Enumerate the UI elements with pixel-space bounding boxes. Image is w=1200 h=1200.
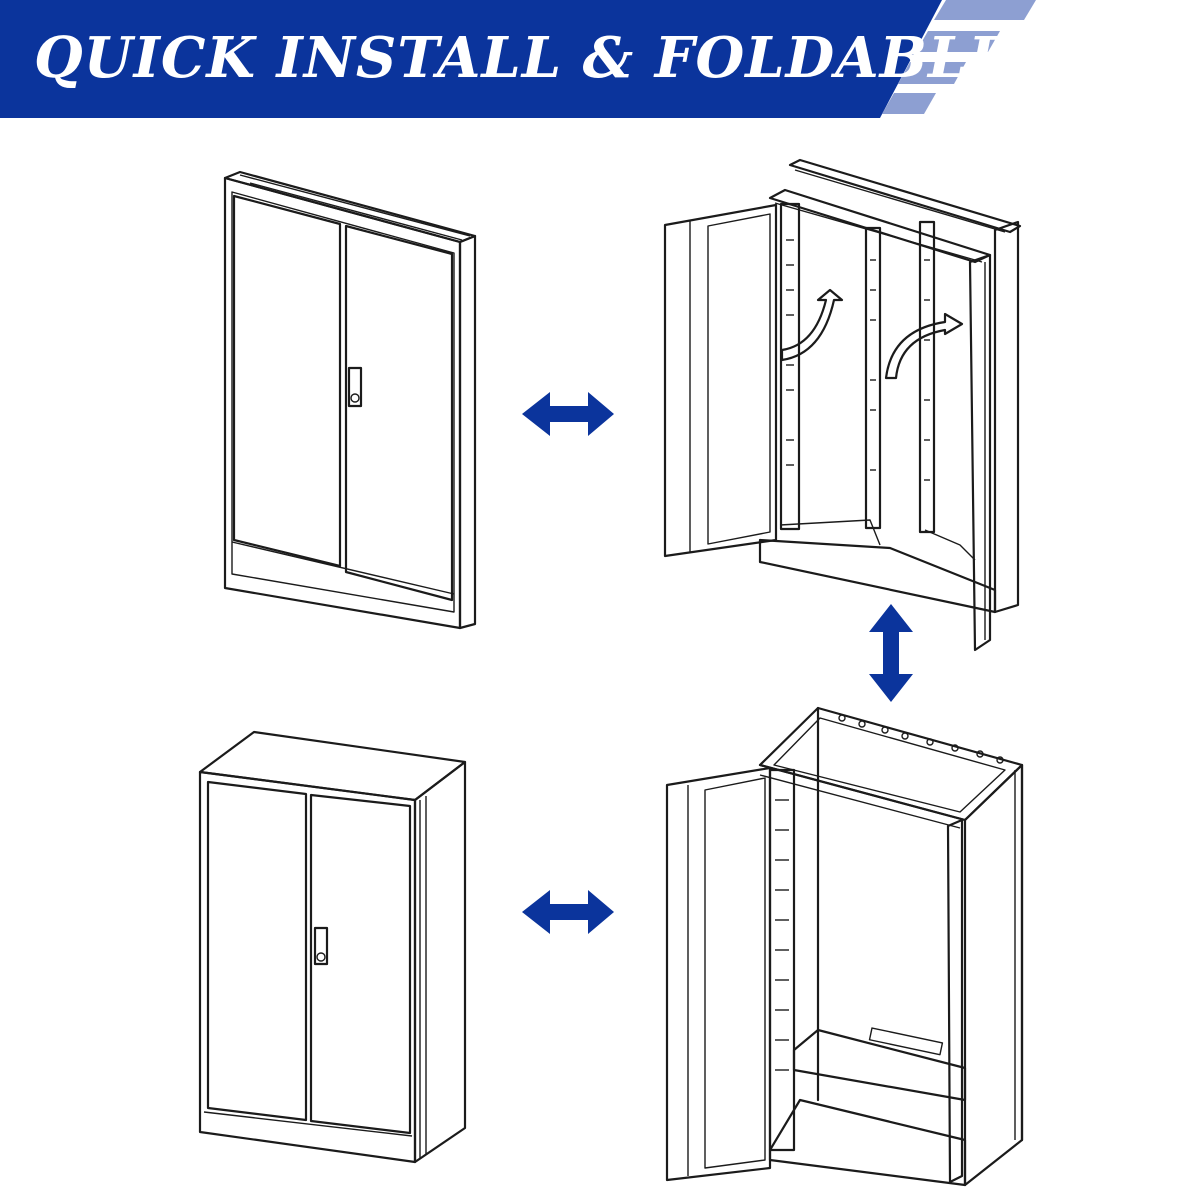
double-arrow-vertical-icon bbox=[869, 604, 913, 702]
banner-stripes bbox=[882, 0, 1036, 114]
double-arrow-horizontal-icon bbox=[522, 392, 614, 436]
folded-cabinet-drawing bbox=[223, 170, 477, 630]
banner-background bbox=[0, 0, 942, 118]
assembled-cabinet-drawing bbox=[198, 730, 467, 1164]
open-frame-drawing bbox=[665, 706, 1024, 1187]
banner-title: QUICK INSTALL & FOLDABLE bbox=[34, 25, 1013, 91]
unfolding-frame-drawing bbox=[663, 158, 1022, 652]
header-banner bbox=[0, 0, 1036, 118]
double-arrow-horizontal-icon bbox=[522, 890, 614, 934]
